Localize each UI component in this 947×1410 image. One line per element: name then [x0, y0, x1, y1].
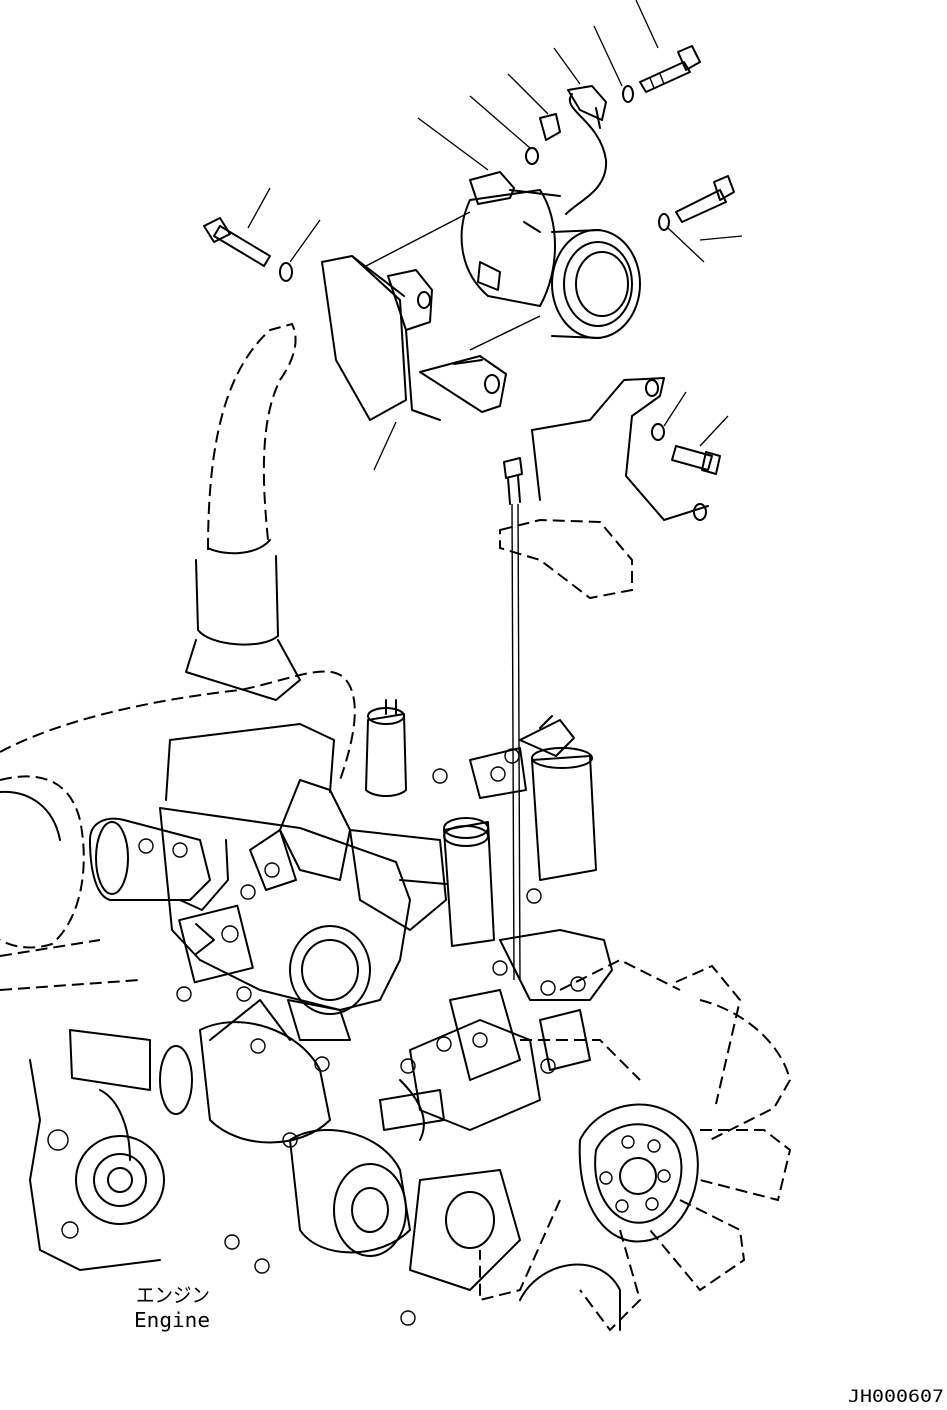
compressor-assembly [203, 0, 743, 981]
nut [525, 147, 539, 165]
washer-right [658, 213, 670, 231]
washer-left [279, 262, 293, 282]
drawing-code: JH000607 [848, 1387, 944, 1407]
compressor [460, 171, 641, 339]
bolt-right [675, 175, 735, 223]
washer-stand [651, 423, 665, 441]
muffler [0, 670, 356, 991]
exhaust-pipe [185, 322, 301, 701]
leader-lines [247, 0, 743, 981]
mount-bracket [321, 255, 507, 421]
bolt-vertical [503, 457, 523, 505]
bolt-top [639, 45, 701, 93]
washer-top [622, 85, 634, 103]
support-stand [499, 377, 709, 600]
switch-with-wire [565, 85, 608, 215]
engine [29, 699, 613, 1326]
cooling-fan [479, 958, 792, 1332]
bolt-left [203, 217, 271, 267]
engine-label-jp: エンジン [136, 1283, 210, 1307]
engine-label-en: Engine [134, 1308, 210, 1332]
bolt-stand [671, 445, 721, 475]
clip-bracket [539, 113, 561, 141]
